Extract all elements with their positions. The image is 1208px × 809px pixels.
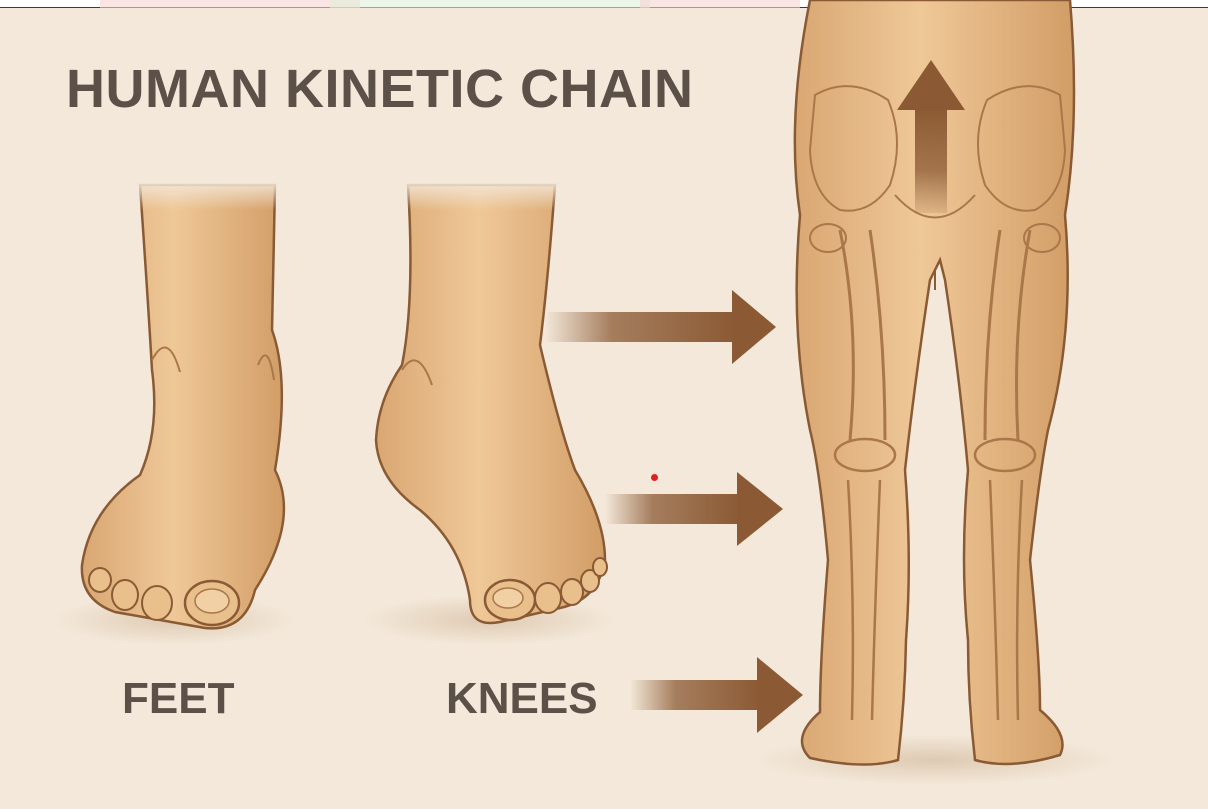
- knees-label: KNEES: [446, 674, 598, 724]
- diagram-title: HUMAN KINETIC CHAIN: [66, 58, 693, 120]
- arrow-right-icon: [630, 657, 803, 733]
- arrow-right-icon: [545, 290, 776, 364]
- right-foot-illustration: [365, 180, 615, 645]
- arrow-right-icon: [605, 472, 783, 546]
- left-foot-illustration: [55, 180, 295, 645]
- feet-label: FEET: [122, 674, 234, 724]
- marker-dot: [651, 474, 658, 481]
